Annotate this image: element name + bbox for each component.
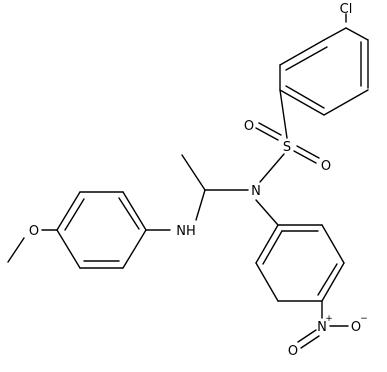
bond: [279, 89, 288, 139]
bond: [56, 191, 81, 231]
oxygen-label-sulfonyl-bottom: O: [321, 159, 331, 174]
bond: [285, 46, 328, 71]
sulfur-label: S: [283, 140, 291, 155]
bond: [7, 237, 25, 263]
bond: [122, 229, 147, 269]
nitro-nitrogen-charge: +: [325, 314, 333, 324]
bond: [345, 27, 369, 41]
nitro-oxygen-charge: −: [360, 314, 368, 324]
sulfonamide-nitrogen-label: N: [251, 184, 261, 199]
bond: [255, 199, 279, 226]
methoxy-oxygen-label: O: [29, 224, 39, 239]
amine-nh-label: NH: [176, 224, 196, 239]
bond: [118, 197, 140, 230]
bond: [285, 85, 325, 109]
oxygen-label-sulfonyl-top: O: [244, 119, 254, 134]
chlorophenyl-ring: [279, 13, 369, 116]
nitro-oxygen-label-double: O: [288, 344, 298, 359]
bond: [258, 122, 282, 136]
bond: [122, 191, 147, 231]
bond: [297, 329, 317, 343]
bond: [321, 224, 345, 264]
bond: [300, 335, 320, 349]
bond: [255, 127, 279, 141]
bond: [259, 153, 285, 183]
bond: [255, 262, 279, 302]
bond: [323, 27, 347, 41]
bond: [56, 229, 81, 269]
nitro-nitrogen-label: N: [317, 320, 327, 335]
nitrophenyl-ring: [255, 199, 345, 319]
methoxyphenyl-ring: [7, 191, 171, 269]
nitro-oxygen-label-single: O: [351, 320, 361, 335]
bond: [293, 150, 317, 164]
ethyl-linker: [181, 154, 249, 221]
bond: [195, 189, 206, 221]
bond: [255, 224, 279, 264]
bond: [321, 262, 345, 302]
sulfonyl-group: [255, 89, 320, 183]
nitro-group: [297, 325, 349, 349]
bond: [262, 230, 283, 265]
bond: [181, 154, 206, 191]
bond: [317, 263, 338, 296]
bond: [279, 89, 325, 116]
bond: [296, 145, 320, 159]
bond: [323, 89, 369, 116]
bond: [279, 39, 325, 66]
chlorine-label: Cl: [340, 2, 353, 17]
bond: [64, 198, 85, 231]
